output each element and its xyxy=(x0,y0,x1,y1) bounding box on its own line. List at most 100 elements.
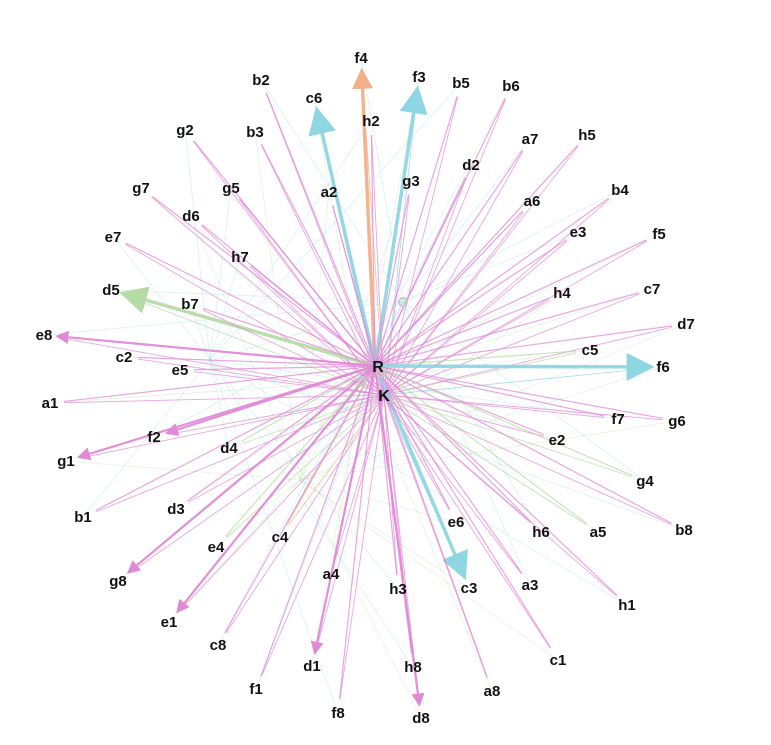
edge-K-d4 xyxy=(242,394,385,444)
node-label-c6[interactable]: c6 xyxy=(306,90,323,107)
node-label-c2[interactable]: c2 xyxy=(116,349,133,366)
node-label-a2[interactable]: a2 xyxy=(321,184,338,201)
edge-R-f4 xyxy=(352,67,377,367)
edge-background-h7 xyxy=(209,256,241,361)
node-label-e2[interactable]: e2 xyxy=(549,432,566,449)
node-label-g5[interactable]: g5 xyxy=(222,180,240,197)
node-label-h5[interactable]: h5 xyxy=(578,127,596,144)
edge-background-g2 xyxy=(184,129,211,361)
node-label-c8[interactable]: c8 xyxy=(210,637,227,654)
node-label-f6[interactable]: f6 xyxy=(656,359,669,376)
node-label-f7[interactable]: f7 xyxy=(611,411,624,428)
edge-R-g5 xyxy=(239,198,376,367)
node-label-e7[interactable]: e7 xyxy=(105,229,122,246)
node-label-b5[interactable]: b5 xyxy=(452,75,470,92)
node-label-g4[interactable]: g4 xyxy=(636,473,654,490)
node-label-b7[interactable]: b7 xyxy=(181,296,199,313)
node-label-d3[interactable]: d3 xyxy=(167,501,185,518)
node-label-a5[interactable]: a5 xyxy=(590,524,607,541)
node-label-g7[interactable]: g7 xyxy=(132,180,150,197)
edge-R-d5 xyxy=(119,286,376,368)
node-label-e3[interactable]: e3 xyxy=(570,224,587,241)
node-label-g3[interactable]: g3 xyxy=(402,173,420,190)
edge-background-f3 xyxy=(361,76,420,382)
node-label-c7[interactable]: c7 xyxy=(644,281,661,298)
node-label-h1[interactable]: h1 xyxy=(618,597,636,614)
hub-label-R[interactable]: R xyxy=(372,359,384,376)
edge-R-a1 xyxy=(63,365,376,403)
edge-K-d8 xyxy=(383,394,420,705)
edge-R-e5 xyxy=(193,365,376,371)
node-label-e6[interactable]: e6 xyxy=(448,514,465,531)
node-label-b4[interactable]: b4 xyxy=(611,182,629,199)
node-label-e8[interactable]: e8 xyxy=(36,327,53,344)
edge-K-b3 xyxy=(260,144,385,396)
edge-R-b4 xyxy=(374,197,610,367)
node-label-g2[interactable]: g2 xyxy=(176,122,194,139)
node-label-a7[interactable]: a7 xyxy=(522,131,539,148)
edge-background-f2 xyxy=(153,301,404,438)
edge-R-e8 xyxy=(55,330,376,368)
edge-R-f6 xyxy=(374,352,655,381)
node-label-g1[interactable]: g1 xyxy=(57,453,75,470)
node-label-a1[interactable]: a1 xyxy=(42,395,59,412)
edge-background-b2 xyxy=(260,79,404,303)
node-label-h8[interactable]: h8 xyxy=(404,659,422,676)
node-label-f8[interactable]: f8 xyxy=(331,705,344,722)
node-label-c3[interactable]: c3 xyxy=(461,580,478,597)
node-label-a8[interactable]: a8 xyxy=(484,683,501,700)
node-label-e1[interactable]: e1 xyxy=(161,614,178,631)
edge-R-f3 xyxy=(373,85,428,367)
node-label-h7[interactable]: h7 xyxy=(231,249,249,266)
node-label-e5[interactable]: e5 xyxy=(172,362,189,379)
edge-R-h4 xyxy=(374,297,550,367)
node-label-d1[interactable]: d1 xyxy=(303,658,321,675)
edge-R-g7 xyxy=(151,195,376,367)
hub-label-K[interactable]: K xyxy=(378,388,390,405)
node-label-b6[interactable]: b6 xyxy=(502,78,520,95)
node-label-d2[interactable]: d2 xyxy=(462,157,480,174)
node-label-b2[interactable]: b2 xyxy=(252,72,270,89)
node-label-c1[interactable]: c1 xyxy=(550,652,567,669)
node-label-h2[interactable]: h2 xyxy=(362,113,380,130)
node-label-d4[interactable]: d4 xyxy=(220,440,238,457)
node-label-d6[interactable]: d6 xyxy=(182,208,200,225)
node-label-f5[interactable]: f5 xyxy=(652,226,665,243)
edge-R-d4 xyxy=(240,365,376,442)
node-label-h4[interactable]: h4 xyxy=(553,285,571,302)
edge-background-d8 xyxy=(299,479,422,719)
node-label-b3[interactable]: b3 xyxy=(246,124,264,141)
node-label-f4[interactable]: f4 xyxy=(354,50,368,67)
edge-R-b1 xyxy=(95,365,376,512)
node-label-a3[interactable]: a3 xyxy=(522,577,539,594)
node-label-a6[interactable]: a6 xyxy=(524,193,541,210)
node-label-f3[interactable]: f3 xyxy=(412,69,425,86)
edge-K-c1 xyxy=(383,394,551,649)
node-label-c4[interactable]: c4 xyxy=(272,529,289,546)
node-label-a4[interactable]: a4 xyxy=(323,566,340,583)
edge-background-d7 xyxy=(299,323,687,481)
node-label-d5[interactable]: d5 xyxy=(102,282,120,299)
edge-background-e7 xyxy=(112,236,211,361)
edge-K-b5 xyxy=(383,96,459,396)
node-label-b1[interactable]: b1 xyxy=(74,509,92,526)
edge-K-h4 xyxy=(383,299,551,396)
node-label-h3[interactable]: h3 xyxy=(389,581,407,598)
edge-K-f5 xyxy=(383,240,648,396)
edge-background-e4 xyxy=(215,479,301,548)
node-label-c5[interactable]: c5 xyxy=(582,342,599,359)
node-label-f2[interactable]: f2 xyxy=(147,429,160,446)
node-label-b8[interactable]: b8 xyxy=(675,522,693,539)
edge-background-d5 xyxy=(110,289,404,303)
node-label-e4[interactable]: e4 xyxy=(208,539,225,556)
node-label-d7[interactable]: d7 xyxy=(677,316,695,333)
node-label-d8[interactable]: d8 xyxy=(412,710,430,727)
edge-R-a5 xyxy=(374,365,588,525)
edge-K-a2 xyxy=(332,205,385,396)
edge-background-f5 xyxy=(361,233,660,382)
node-label-h6[interactable]: h6 xyxy=(532,524,550,541)
node-label-g8[interactable]: g8 xyxy=(109,573,127,590)
node-label-f1[interactable]: f1 xyxy=(249,681,262,698)
node-label-g6[interactable]: g6 xyxy=(668,413,686,430)
